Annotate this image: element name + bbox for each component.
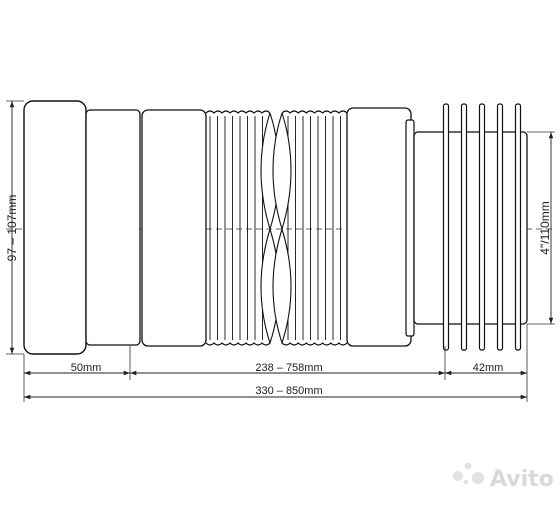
outlet-length-label: 42mm	[473, 362, 504, 374]
socket-length-label: 50mm	[71, 362, 102, 374]
watermark-text: Avito	[490, 467, 554, 492]
outlet-diameter-label: 4"/110mm	[538, 201, 552, 254]
corrugated-length-label: 238 – 758mm	[255, 362, 322, 374]
outlet-spigot	[413, 131, 528, 325]
total-length-label: 330 – 850mm	[255, 385, 322, 397]
watermark: Avito	[453, 462, 554, 492]
watermark-dot-2	[464, 462, 472, 470]
outlet-collar	[405, 119, 415, 337]
inlet-diameter-label: 97 – 107mm	[5, 195, 19, 262]
sealing-fins	[442, 103, 522, 351]
inlet-socket	[23, 100, 87, 355]
outlet-body	[346, 107, 412, 347]
watermark-dot-1	[453, 471, 463, 481]
coupling-ring	[141, 109, 207, 347]
inlet-neck	[85, 109, 141, 346]
corrugated-section	[205, 110, 348, 346]
watermark-dot-4	[463, 479, 469, 485]
watermark-dot-3	[472, 472, 484, 484]
